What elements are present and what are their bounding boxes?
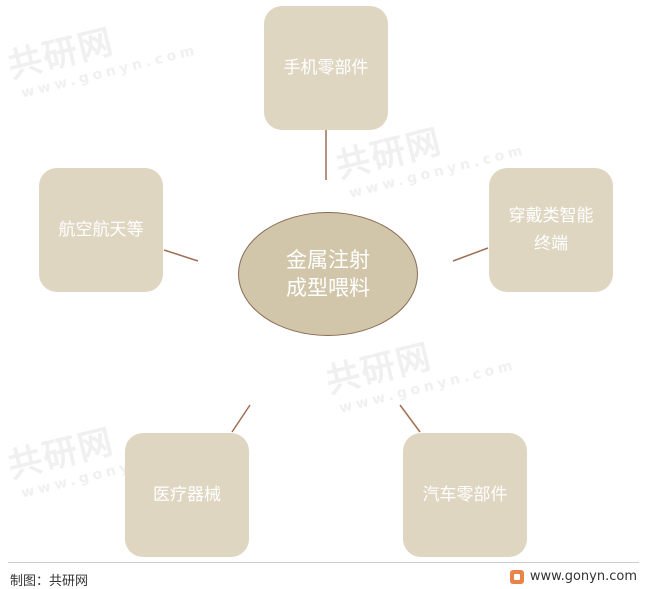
node-phone-parts: 手机零部件 (264, 6, 388, 130)
site-url: www.gonyn.com (529, 569, 637, 584)
site-link[interactable]: www.gonyn.com (509, 569, 637, 584)
node-wearables: 穿戴类智能 终端 (489, 168, 613, 292)
node-aerospace: 航空航天等 (39, 168, 163, 292)
node-label: 手机零部件 (283, 58, 369, 78)
source-credit: 制图：共研网 (10, 574, 89, 589)
gonyn-logo-icon (509, 569, 524, 584)
center-node: 金属注射 成型喂料 (238, 212, 418, 336)
node-auto-parts: 汽车零部件 (403, 433, 527, 557)
node-medical-devices: 医疗器械 (125, 433, 249, 557)
connector-bottom-left (231, 404, 251, 433)
connector-bottom-right (399, 404, 421, 433)
footer-divider (8, 562, 639, 563)
node-label-line1: 穿戴类智能 (508, 206, 594, 226)
node-label-line2: 终端 (534, 234, 568, 254)
center-label-line2: 成型喂料 (286, 276, 370, 300)
node-label: 汽车零部件 (422, 485, 508, 505)
connector-right (452, 247, 489, 262)
node-label: 医疗器械 (153, 485, 221, 505)
center-label-line1: 金属注射 (286, 248, 370, 272)
connector-left (163, 249, 199, 262)
node-label: 航空航天等 (58, 220, 144, 240)
